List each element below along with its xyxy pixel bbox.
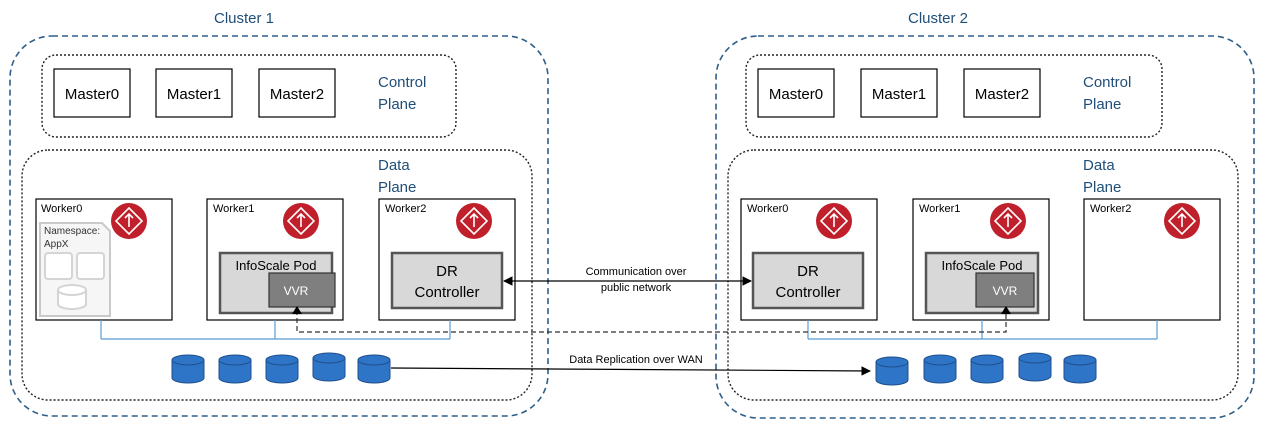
worker-node[interactable]: Worker1 InfoScale Pod VVR	[912, 198, 1050, 321]
worker-node[interactable]: Worker2	[1083, 198, 1221, 321]
namespace-label: Namespace:	[44, 226, 100, 237]
storage-disk-icon	[171, 354, 205, 384]
vvr-component[interactable]: VVR	[975, 272, 1035, 308]
worker-node-label: Worker1	[919, 203, 960, 215]
infoscale-pod[interactable]: InfoScale Pod VVR	[924, 251, 1040, 315]
control-plane-label: Control	[1083, 74, 1131, 91]
storage-disk-icon	[1063, 354, 1097, 384]
dr-controller[interactable]: DR Controller	[390, 251, 504, 310]
master-node[interactable]: Master0	[53, 68, 131, 118]
cluster-2-control-plane	[745, 54, 1163, 138]
dr-controller-label: Controller	[414, 284, 479, 301]
kubernetes-worker-icon	[816, 203, 852, 239]
namespace-label: AppX	[44, 239, 69, 250]
dr-controller[interactable]: DR Controller	[751, 251, 865, 310]
communication-label: public network	[601, 282, 672, 294]
kubernetes-worker-icon	[990, 203, 1026, 239]
infoscale-pod[interactable]: InfoScale Pod VVR	[218, 251, 336, 315]
cluster-1: Cluster 1 Master0 Master1 Master2 Contro…	[9, 10, 549, 417]
cluster-2-network	[807, 320, 1158, 340]
master-node-label: Master0	[769, 86, 823, 103]
data-plane-label: Plane	[1083, 179, 1121, 196]
storage-disk-icon	[357, 354, 391, 384]
dr-communication-link: Communication over public network	[503, 266, 752, 294]
cluster-2-boundary	[715, 35, 1255, 419]
infoscale-pod-label: InfoScale Pod	[942, 258, 1023, 273]
infoscale-pod-label: InfoScale Pod	[236, 258, 317, 273]
storage-disk-icon	[970, 354, 1004, 384]
vvr-label: VVR	[284, 284, 309, 298]
cluster-2-title: Cluster 2	[908, 10, 968, 27]
master-node[interactable]: Master1	[860, 68, 938, 118]
master-node-label: Master0	[65, 86, 119, 103]
storage-disk-icon	[1018, 352, 1052, 382]
kubernetes-worker-icon	[1164, 203, 1200, 239]
vvr-component[interactable]: VVR	[268, 272, 336, 308]
data-replication-link: Data Replication over WAN	[390, 354, 871, 376]
worker-node-label: Worker2	[1090, 203, 1131, 215]
app-container-icon	[44, 252, 73, 280]
worker-node[interactable]: Worker1 InfoScale Pod VVR	[206, 198, 344, 321]
communication-label: Communication over	[586, 266, 687, 278]
master-node[interactable]: Master2	[258, 68, 336, 118]
namespace-appx[interactable]: Namespace: AppX	[39, 222, 111, 317]
cluster-1-data-plane	[21, 149, 533, 401]
control-plane-label: Control	[378, 74, 426, 91]
cluster-1-storage	[171, 352, 391, 384]
master-node-label: Master2	[270, 86, 324, 103]
storage-disk-icon	[265, 354, 299, 384]
storage-disk-icon	[875, 356, 909, 386]
cluster-2-storage	[875, 352, 1097, 386]
master-node-label: Master1	[872, 86, 926, 103]
cluster-2-data-plane	[727, 149, 1239, 401]
data-plane-label: Data	[1083, 157, 1115, 174]
worker-node[interactable]: Worker2 DR Controller	[378, 198, 516, 321]
cluster-1-network	[100, 320, 451, 340]
master-node[interactable]: Master0	[757, 68, 835, 118]
master-node-label: Master1	[167, 86, 221, 103]
storage-disk-icon	[312, 352, 346, 382]
cluster-1-control-plane	[41, 54, 457, 138]
master-node[interactable]: Master2	[963, 68, 1041, 118]
worker-node-label: Worker1	[213, 203, 254, 215]
storage-disk-icon	[218, 354, 252, 384]
worker-node[interactable]: Worker0 Namespace: AppX	[35, 198, 173, 321]
dr-controller-label: DR	[797, 263, 819, 280]
worker-node-label: Worker0	[747, 203, 788, 215]
vvr-replication-link	[292, 306, 1011, 333]
worker-node[interactable]: Worker0 DR Controller	[740, 198, 878, 321]
kubernetes-worker-icon	[456, 203, 492, 239]
data-plane-label: Plane	[378, 179, 416, 196]
kubernetes-worker-icon	[111, 203, 147, 239]
vvr-label: VVR	[993, 284, 1018, 298]
dr-controller-label: Controller	[775, 284, 840, 301]
worker-node-label: Worker0	[41, 203, 82, 215]
control-plane-label: Plane	[378, 96, 416, 113]
master-node[interactable]: Master1	[155, 68, 233, 118]
cluster-1-title: Cluster 1	[214, 10, 274, 27]
dr-controller-label: DR	[436, 263, 458, 280]
storage-disk-icon	[923, 354, 957, 384]
cluster-2: Cluster 2 Master0 Master1 Master2 Contro…	[715, 10, 1255, 419]
replication-label: Data Replication over WAN	[569, 354, 703, 366]
data-plane-label: Data	[378, 157, 410, 174]
app-storage-icon	[57, 284, 87, 310]
app-container-icon	[76, 252, 105, 280]
control-plane-label: Plane	[1083, 96, 1121, 113]
master-node-label: Master2	[975, 86, 1029, 103]
kubernetes-worker-icon	[283, 203, 319, 239]
worker-node-label: Worker2	[385, 203, 426, 215]
